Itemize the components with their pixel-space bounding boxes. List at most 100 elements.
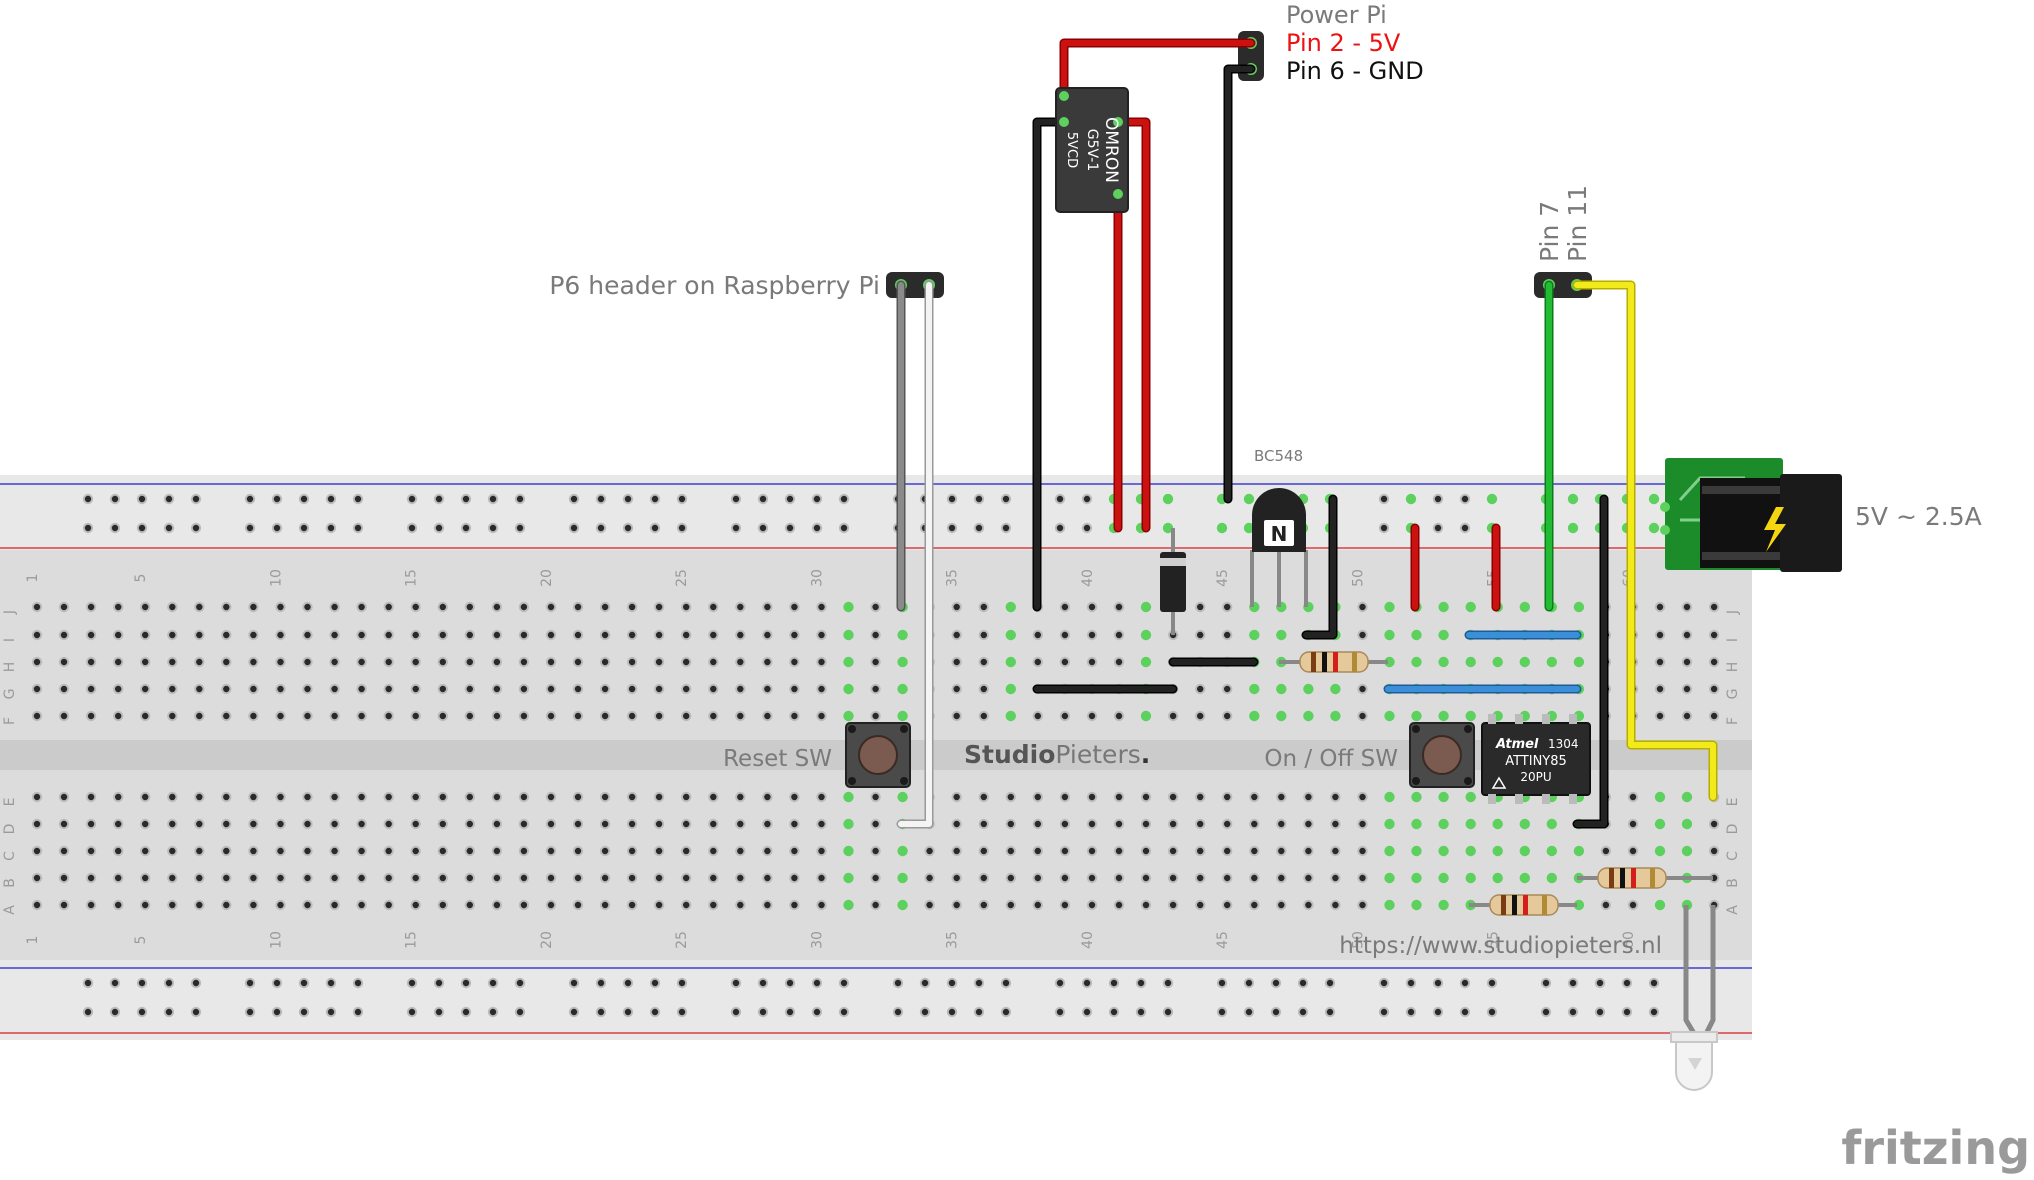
breadboard-hole: [221, 872, 232, 884]
rail-hole: [352, 522, 364, 534]
breadboard-hole: [1411, 791, 1422, 803]
breadboard-hole: [897, 791, 908, 803]
breadboard-hole: [1654, 601, 1666, 613]
breadboard-hole: [1249, 872, 1260, 884]
rail-hole: [298, 493, 310, 505]
breadboard-hole: [1276, 899, 1287, 911]
reset-switch[interactable]: [845, 722, 911, 788]
breadboard-hole: [329, 629, 340, 641]
rail-hole: [730, 522, 742, 534]
column-number-top: 1: [25, 574, 41, 583]
breadboard-hole: [140, 601, 151, 613]
breadboard-hole: [518, 601, 530, 613]
breadboard-hole: [626, 656, 638, 668]
breadboard-hole: [1276, 845, 1287, 857]
breadboard-hole: [1627, 791, 1639, 803]
breadboard-hole: [735, 791, 746, 803]
breadboard-hole: [1600, 845, 1612, 857]
breadboard-hole: [1303, 683, 1314, 695]
breadboard-hole: [85, 710, 97, 722]
breadboard-hole: [789, 845, 800, 857]
breadboard-hole: [1059, 656, 1071, 668]
reset-button-cap[interactable]: [858, 735, 898, 775]
rail-hole: [595, 1006, 607, 1018]
breadboard-hole: [681, 872, 692, 884]
breadboard-hole: [1519, 601, 1531, 613]
breadboard-hole: [1384, 601, 1395, 613]
breadboard-hole: [951, 818, 962, 830]
breadboard-hole: [1005, 872, 1016, 884]
rail-hole: [82, 977, 94, 989]
breadboard-hole: [464, 656, 475, 668]
breadboard-hole: [735, 845, 746, 857]
breadboard-hole: [1708, 818, 1720, 830]
breadboard-hole: [545, 791, 557, 803]
rail-hole: [1648, 493, 1660, 505]
breadboard-hole: [681, 791, 692, 803]
breadboard-hole: [1005, 683, 1016, 695]
row-letter-left: F: [2, 717, 18, 725]
breadboard-hole: [1249, 710, 1260, 722]
rail-hole: [676, 493, 688, 505]
rail-hole: [784, 977, 796, 989]
breadboard-hole: [1411, 710, 1422, 722]
breadboard-hole: [951, 601, 962, 613]
transistor-npn-icon: [1264, 520, 1294, 546]
breadboard-hole: [897, 899, 908, 911]
brand-dot: .: [1141, 740, 1151, 769]
rail-hole: [1216, 522, 1228, 534]
onoff-switch[interactable]: [1409, 722, 1475, 788]
breadboard-hole: [1167, 899, 1179, 911]
breadboard-hole: [572, 656, 584, 668]
rail-hole: [946, 1006, 958, 1018]
breadboard-hole: [951, 629, 962, 641]
breadboard-grid-labels: 1155101015152020252530303535404045455050…: [2, 569, 1741, 949]
rail-hole: [730, 1006, 742, 1018]
column-number-top: 45: [1215, 569, 1231, 587]
breadboard-hole: [870, 629, 881, 641]
breadboard-hole: [1654, 845, 1666, 857]
rail-hole: [730, 977, 742, 989]
breadboard-hole: [951, 791, 962, 803]
breadboard-hole: [653, 818, 665, 830]
breadboard-hole: [1005, 899, 1016, 911]
breadboard-hole: [437, 601, 448, 613]
breadboard-hole: [762, 791, 773, 803]
breadboard-hole: [1681, 791, 1693, 803]
breadboard-hole: [464, 629, 475, 641]
breadboard-hole: [356, 710, 367, 722]
breadboard-hole: [843, 601, 854, 613]
onoff-button-cap[interactable]: [1422, 735, 1462, 775]
breadboard-hole: [708, 818, 719, 830]
breadboard-hole: [194, 710, 205, 722]
breadboard-hole: [356, 818, 367, 830]
breadboard-hole: [572, 601, 584, 613]
rail-hole: [649, 977, 661, 989]
breadboard-hole: [248, 710, 259, 722]
breadboard-hole: [1059, 872, 1071, 884]
breadboard-hole: [1222, 845, 1233, 857]
chip-pin1-marker: [1491, 776, 1507, 789]
breadboard-hole: [1465, 872, 1476, 884]
rail-hole: [1135, 1006, 1147, 1018]
label-power-jack: 5V ~ 2.5A: [1855, 502, 1982, 531]
rail-hole: [406, 522, 418, 534]
rail-hole: [1162, 1006, 1174, 1018]
breadboard-hole: [1357, 872, 1368, 884]
breadboard-hole: [789, 683, 800, 695]
rail-hole: [163, 493, 175, 505]
rail-hole: [298, 522, 310, 534]
rail-hole: [1648, 522, 1660, 534]
breadboard-hole: [518, 899, 530, 911]
rail-hole: [757, 977, 769, 989]
breadboard-hole: [1249, 899, 1260, 911]
breadboard-hole: [329, 899, 340, 911]
rail-hole: [838, 493, 850, 505]
column-number-top: 50: [1351, 569, 1367, 587]
breadboard-hole: [870, 710, 881, 722]
breadboard-hole: [329, 872, 340, 884]
breadboard-hole: [951, 899, 962, 911]
rail-hole: [1378, 522, 1390, 534]
breadboard-hole: [789, 710, 800, 722]
breadboard-hole: [1303, 791, 1314, 803]
